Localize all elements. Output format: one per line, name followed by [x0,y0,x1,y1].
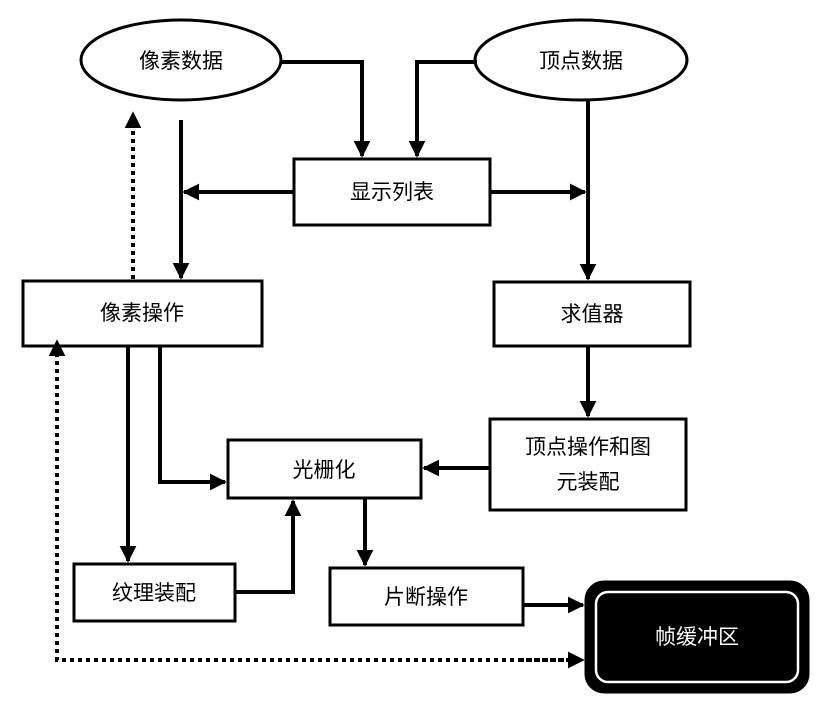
rasterization-label: 光栅化 [293,458,356,482]
node-evaluator: 求值器 [492,280,692,348]
node-vertex-ops: 顶点操作和图 元装配 [488,417,688,512]
vertex-ops-label-line2: 元装配 [557,470,620,494]
arrow-texture-to-rasterization [235,499,302,594]
texture-assembly-label: 纹理装配 [112,581,196,605]
vertex-data-label: 顶点数据 [539,49,623,73]
pixel-data-label: 像素数据 [139,49,223,73]
vertex-ops-label-line1: 顶点操作和图 [525,435,651,459]
fragment-ops-label: 片断操作 [384,585,468,609]
framebuffer-label: 帧缓冲区 [655,625,739,649]
node-pixel-data: 像素数据 [79,18,283,102]
arrow-vertexdata-to-displaylist [408,60,477,158]
dotted-arrow-framebuffer-to-pixelops [48,339,578,662]
node-rasterization: 光栅化 [226,438,423,500]
node-pixel-ops: 像素操作 [21,279,264,348]
arrow-pixeldata-to-displaylist [281,60,371,158]
node-texture-assembly: 纹理装配 [72,562,237,623]
node-vertex-data: 顶点数据 [473,18,689,102]
pixel-ops-label: 像素操作 [100,301,184,325]
arrow-pixelops-to-rasterization [158,346,227,491]
display-list-label: 显示列表 [350,180,434,204]
node-framebuffer: 帧缓冲区 [584,580,810,694]
node-display-list: 显示列表 [292,157,492,227]
node-fragment-ops: 片断操作 [328,566,525,627]
evaluator-label: 求值器 [561,302,624,326]
